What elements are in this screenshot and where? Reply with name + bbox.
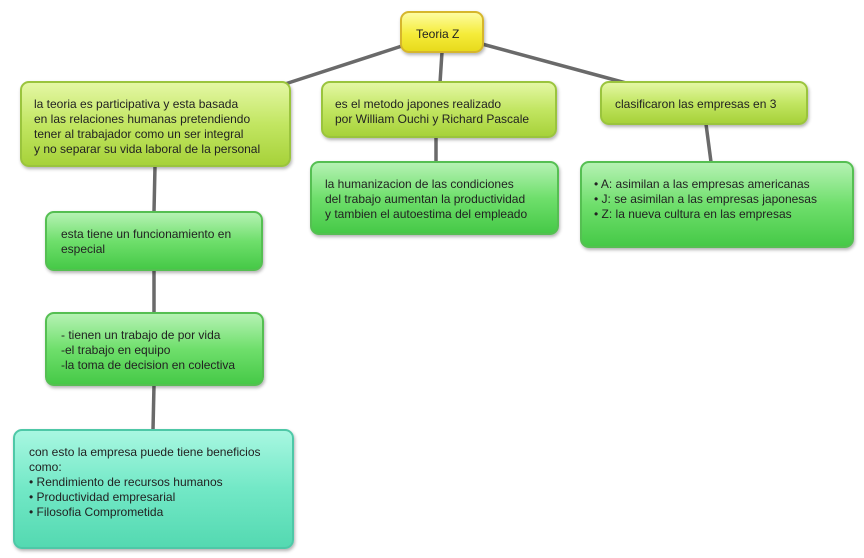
node-clases-empresas[interactable]: • A: asimilan a las empresas americanas …: [580, 161, 854, 248]
root-node-teoria-z[interactable]: Teoria Z: [400, 11, 484, 53]
node-beneficios[interactable]: con esto la empresa puede tiene benefici…: [13, 429, 294, 549]
node-caracteristicas-trabajo[interactable]: - tienen un trabajo de por vida -el trab…: [45, 312, 264, 386]
connector-participativa-funcionamiento: [152, 164, 157, 214]
connector-root-clasificaron: [480, 42, 628, 85]
connector-root-participativa: [283, 43, 407, 86]
node-metodo-japones[interactable]: es el metodo japones realizado por Willi…: [321, 81, 557, 138]
connector-root-metodo: [438, 50, 444, 85]
node-clasificaron-empresas[interactable]: clasificaron las empresas en 3: [600, 81, 808, 125]
node-participativa[interactable]: la teoria es participativa y esta basada…: [20, 81, 291, 167]
connector-clasificaron-clases: [704, 122, 713, 164]
node-funcionamiento[interactable]: esta tiene un funcionamiento en especial: [45, 211, 263, 271]
connector-trabajo-beneficios: [151, 383, 156, 432]
node-humanizacion[interactable]: la humanizacion de las condiciones del t…: [310, 161, 559, 235]
